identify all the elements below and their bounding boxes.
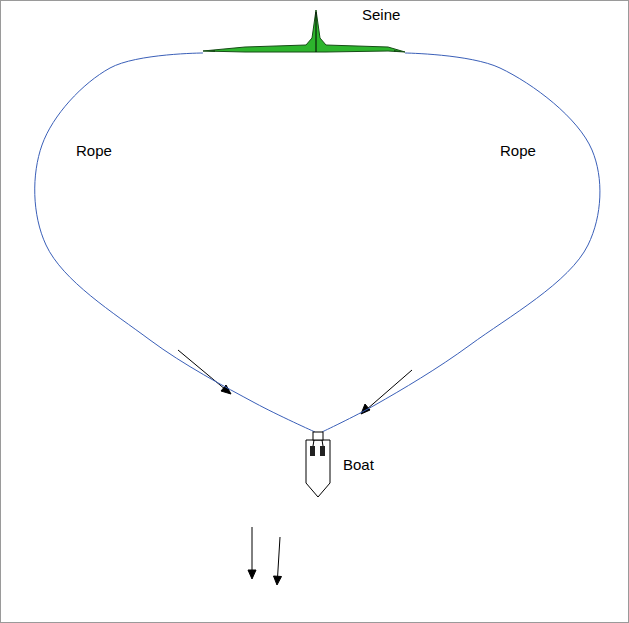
boat-hull [306,440,330,497]
winch [310,446,315,456]
tow-post [313,432,323,440]
boat-symbol: Boat [303,430,383,500]
motion-arrow [366,370,412,410]
motion-arrows [178,350,412,585]
winch-line [313,440,323,446]
node-label: Boat [343,456,374,474]
motion-arrow [278,537,281,578]
seine-net: Seine [203,4,405,56]
net-end [203,50,405,52]
node-label: Seine [362,6,400,24]
rope [35,53,315,432]
motion-arrow [252,527,253,572]
net-center [316,12,317,52]
rope-label: Rope [498,142,538,160]
winch [320,446,325,456]
rope-label: Rope [74,142,114,160]
rope [322,53,600,432]
motion-arrow [178,350,226,390]
arrow-head [274,576,282,585]
arrow-head [248,570,256,579]
